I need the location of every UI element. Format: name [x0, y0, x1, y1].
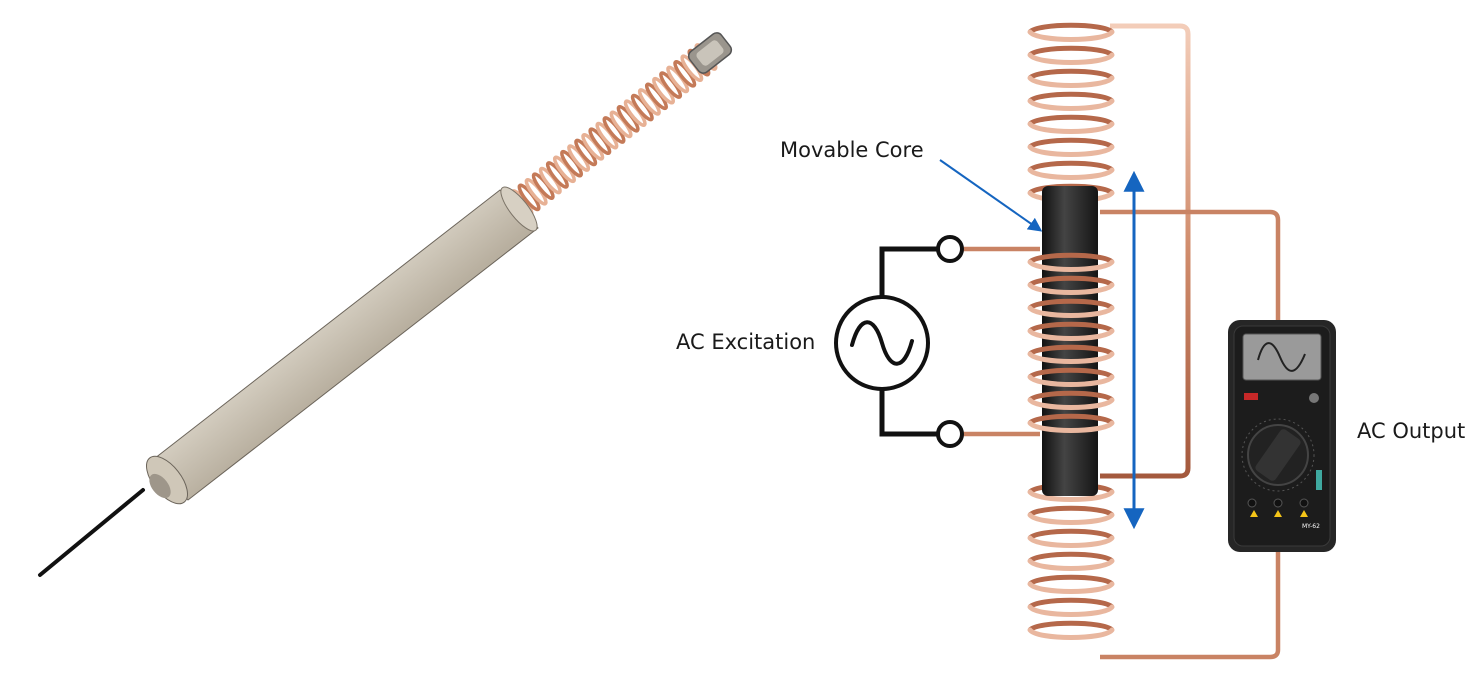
meter-sine-icon — [1257, 342, 1306, 372]
primary-coil-turn-back — [1028, 275, 1114, 288]
upper-coil-turn-back — [1028, 68, 1114, 81]
upper-coil-turn-back — [1028, 137, 1114, 150]
upper-coil-turn — [1027, 52, 1115, 65]
upper-coil-turn — [1027, 29, 1115, 42]
primary-coil-turn — [1027, 305, 1115, 318]
upper-coil-turn-back — [1028, 160, 1114, 173]
meter-jack-1 — [1247, 498, 1257, 508]
upper-coil-turn — [1027, 75, 1115, 88]
upper-coil-turn — [1027, 167, 1115, 180]
lvdt-sensor-illustration — [38, 32, 733, 577]
upper-secondary-coil — [1027, 22, 1115, 203]
primary-coil-turn-back — [1028, 413, 1114, 426]
terminal-bottom — [936, 420, 964, 448]
primary-coil-turn — [1027, 420, 1115, 433]
primary-coil-turn-back — [1028, 298, 1114, 311]
meter-display — [1242, 333, 1322, 381]
primary-coil-turn — [1027, 282, 1115, 295]
movable-core-pointer — [939, 159, 1043, 232]
lower-coil-turn — [1027, 535, 1115, 548]
lower-secondary-coil — [1027, 482, 1115, 640]
meter-jack-2 — [1273, 498, 1283, 508]
movable-core — [1042, 186, 1098, 496]
upper-secondary-lead — [1100, 23, 1191, 479]
primary-coil-turn-back — [1028, 321, 1114, 334]
lower-coil-turn-back — [1028, 620, 1114, 633]
primary-coil-turn-back — [1028, 252, 1114, 265]
primary-coil-turn — [1027, 374, 1115, 387]
label-ac-excitation: AC Excitation — [676, 330, 815, 354]
lower-coil-turn — [1027, 512, 1115, 525]
primary-coil — [1027, 252, 1115, 433]
lower-coil-turn — [1027, 627, 1115, 640]
lower-coil-turn — [1027, 558, 1115, 571]
primary-coil-turn-back — [1028, 344, 1114, 357]
upper-coil-turn-back — [1028, 45, 1114, 58]
lower-coil-turn-back — [1028, 505, 1114, 518]
upper-coil-turn-back — [1028, 22, 1114, 35]
sensor-spring — [510, 43, 718, 217]
label-movable-core: Movable Core — [780, 138, 924, 162]
upper-coil-turn-back — [1028, 91, 1114, 104]
upper-coil-turn-back — [1028, 114, 1114, 127]
lower-coil-turn-back — [1028, 528, 1114, 541]
lower-coil-turn-back — [1028, 551, 1114, 564]
lvdt-schematic: MY-62 Movable Core AC Excitation AC Outp… — [676, 22, 1465, 660]
primary-coil-turn-back — [1028, 390, 1114, 403]
upper-coil-turn — [1027, 98, 1115, 111]
lower-coil-turn-back — [1028, 597, 1114, 610]
primary-coil-turn-back — [1028, 367, 1114, 380]
meter-jack-3 — [1299, 498, 1309, 508]
ac-source — [834, 295, 930, 391]
lower-coil-turn — [1027, 489, 1115, 502]
lower-coil-turn-back — [1028, 574, 1114, 587]
source-wire-bottom — [879, 388, 938, 437]
meter-model: MY-62 — [1302, 523, 1320, 530]
sensor-tube — [146, 186, 539, 505]
output-lead-bottom — [1100, 550, 1281, 660]
primary-coil-turn — [1027, 259, 1115, 272]
output-lead-top — [1100, 209, 1281, 322]
terminal-top — [936, 235, 964, 263]
multimeter: MY-62 — [1228, 320, 1336, 552]
primary-coil-turn — [1027, 351, 1115, 364]
upper-coil-turn — [1027, 144, 1115, 157]
sensor-cable — [38, 488, 145, 577]
lower-coil-turn — [1027, 581, 1115, 594]
label-ac-output: AC Output — [1357, 419, 1465, 443]
primary-coil-turn — [1027, 328, 1115, 341]
sine-wave-icon — [850, 320, 914, 366]
lower-coil-turn — [1027, 604, 1115, 617]
upper-coil-turn — [1027, 121, 1115, 134]
source-wire-top — [879, 246, 938, 300]
primary-coil-turn — [1027, 397, 1115, 410]
sensor-end-nut — [687, 32, 733, 74]
